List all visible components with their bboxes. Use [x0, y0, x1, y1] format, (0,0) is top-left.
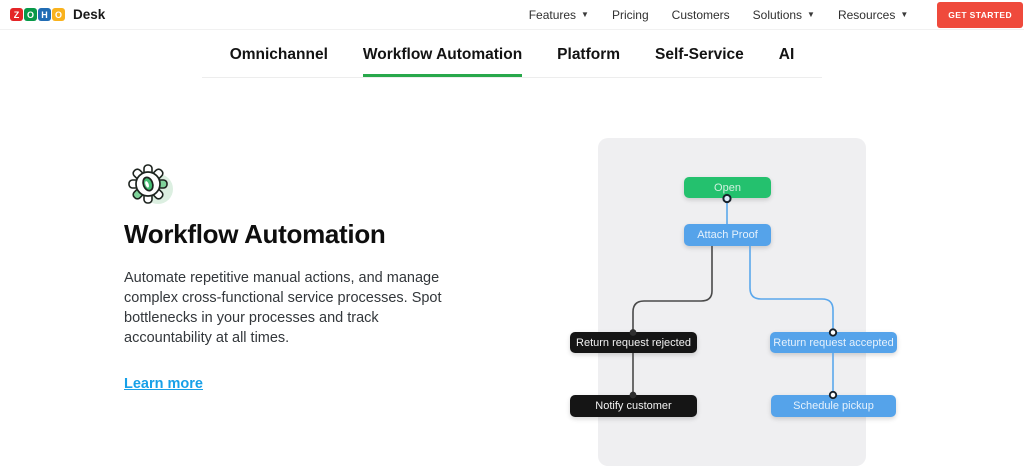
product-name: Desk: [73, 7, 106, 22]
top-navigation-bar: Z O H O Desk Features ▼ Pricing Customer…: [0, 0, 1024, 30]
tab-self-service[interactable]: Self-Service: [655, 46, 744, 63]
feature-subnav-row: Omnichannel Workflow Automation Platform…: [0, 30, 1024, 78]
chevron-down-icon: ▼: [900, 9, 909, 19]
tab-ai[interactable]: AI: [778, 46, 795, 63]
tab-platform[interactable]: Platform: [557, 46, 621, 63]
learn-more-link[interactable]: Learn more: [124, 376, 203, 393]
logo-letter: H: [38, 8, 51, 21]
feature-description: Automate repetitive manual actions, and …: [124, 270, 442, 346]
tab-workflow-automation[interactable]: Workflow Automation: [362, 46, 523, 77]
flow-node-attach-proof[interactable]: Attach Proof: [684, 224, 771, 246]
nav-item-label: Customers: [671, 7, 730, 22]
nav-item-solutions[interactable]: Solutions ▼: [753, 8, 815, 22]
nav-item-label: Features: [528, 7, 577, 22]
flow-node-open[interactable]: Open: [684, 177, 771, 198]
get-started-button[interactable]: GET STARTED: [937, 1, 1023, 28]
brand[interactable]: Z O H O Desk: [10, 7, 105, 22]
gear-icon: [124, 158, 456, 212]
feature-description-section: Workflow Automation Automate repetitive …: [124, 158, 456, 393]
logo-letter: O: [52, 8, 65, 21]
flow-node-return-request-rejected[interactable]: Return request rejected: [570, 332, 697, 353]
zoho-logo-icon: Z O H O: [10, 8, 65, 21]
top-nav-links: Features ▼ Pricing Customers Solutions ▼…: [529, 1, 1024, 28]
logo-letter: Z: [10, 8, 23, 21]
nav-item-label: Solutions: [752, 7, 803, 22]
logo-letter: O: [24, 8, 37, 21]
nav-item-customers[interactable]: Customers: [672, 8, 730, 22]
page-title: Workflow Automation: [124, 219, 386, 249]
flow-node-schedule-pickup[interactable]: Schedule pickup: [771, 395, 896, 417]
nav-item-label: Pricing: [611, 7, 649, 22]
tab-omnichannel[interactable]: Omnichannel: [229, 46, 328, 63]
nav-item-pricing[interactable]: Pricing: [612, 8, 649, 22]
nav-item-resources[interactable]: Resources ▼: [838, 8, 908, 22]
flow-node-notify-customer[interactable]: Notify customer: [570, 395, 697, 417]
workflow-diagram: Open Attach Proof Return request rejecte…: [560, 130, 910, 475]
chevron-down-icon: ▼: [807, 9, 815, 19]
nav-item-label: Resources: [837, 7, 896, 22]
feature-subnav: Omnichannel Workflow Automation Platform…: [201, 30, 823, 78]
nav-item-features[interactable]: Features ▼: [529, 8, 589, 22]
chevron-down-icon: ▼: [581, 9, 589, 19]
flow-node-return-request-accepted[interactable]: Return request accepted: [770, 332, 897, 353]
